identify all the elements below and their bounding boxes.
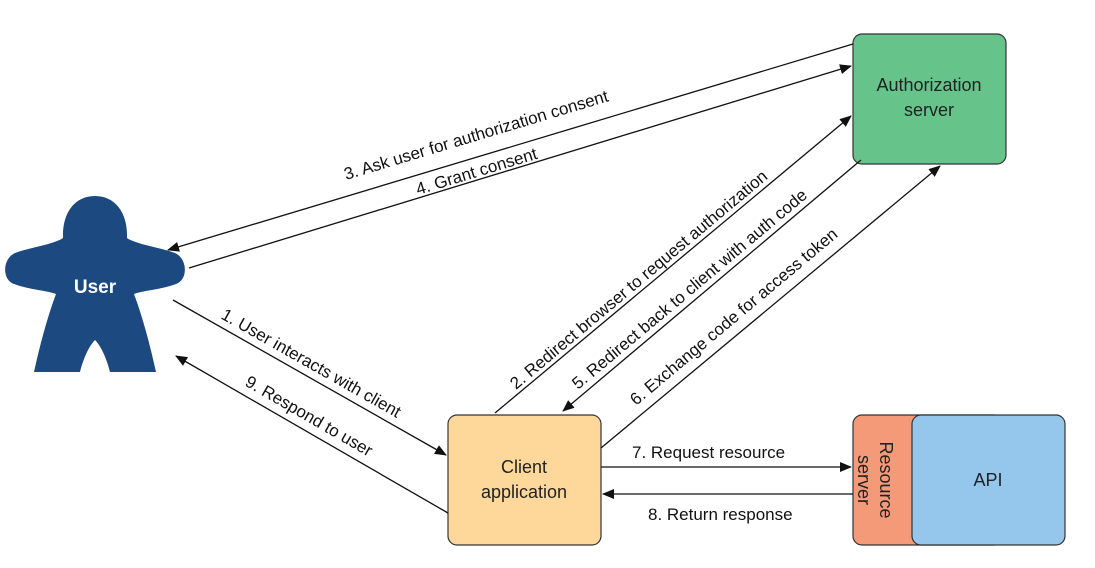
edge-1-label: 1. User interacts with client — [218, 305, 404, 422]
authorization-server-label-line-1: Authorization — [876, 75, 981, 95]
api-label: API — [973, 470, 1002, 490]
resource-server-label-line-1: Resource — [876, 441, 896, 518]
resource-server-label-line-2: server — [854, 455, 874, 505]
user-meeple-icon — [5, 196, 185, 372]
edge-4-arrow — [188, 64, 852, 269]
authorization-server-label-line-2: server — [904, 100, 954, 120]
api-node: API — [911, 414, 1066, 546]
edge-7: 7. Request resource — [601, 443, 852, 472]
authorization-server-box — [852, 33, 1007, 165]
client-application-label-line-1: Client — [501, 457, 547, 477]
client-application-label-line-2: application — [481, 482, 567, 502]
authorization-server-node: Authorization server — [852, 33, 1007, 165]
edge-1-arrow — [172, 299, 447, 456]
edge-3-arrow — [167, 43, 854, 252]
edge-2-arrow — [494, 115, 852, 414]
edge-8: 8. Return response — [602, 489, 853, 524]
edge-9-arrow — [175, 355, 449, 514]
edge-5-arrow — [562, 159, 862, 412]
edge-3: 3. Ask user for authorization consent — [167, 43, 854, 252]
client-application-node: Client application — [447, 414, 602, 546]
edge-5: 5. Redirect back to client with auth cod… — [562, 159, 862, 412]
api-box — [911, 414, 1066, 546]
resource-server-label: Resource server — [854, 441, 896, 518]
client-application-box — [447, 414, 602, 546]
edge-7-label: 7. Request resource — [632, 443, 785, 462]
user-node: User — [5, 196, 185, 372]
edge-2-label: 2. Redirect browser to request authoriza… — [506, 167, 771, 394]
edge-8-label: 8. Return response — [648, 505, 793, 524]
edge-6-arrow — [600, 165, 941, 449]
user-label: User — [74, 277, 117, 298]
